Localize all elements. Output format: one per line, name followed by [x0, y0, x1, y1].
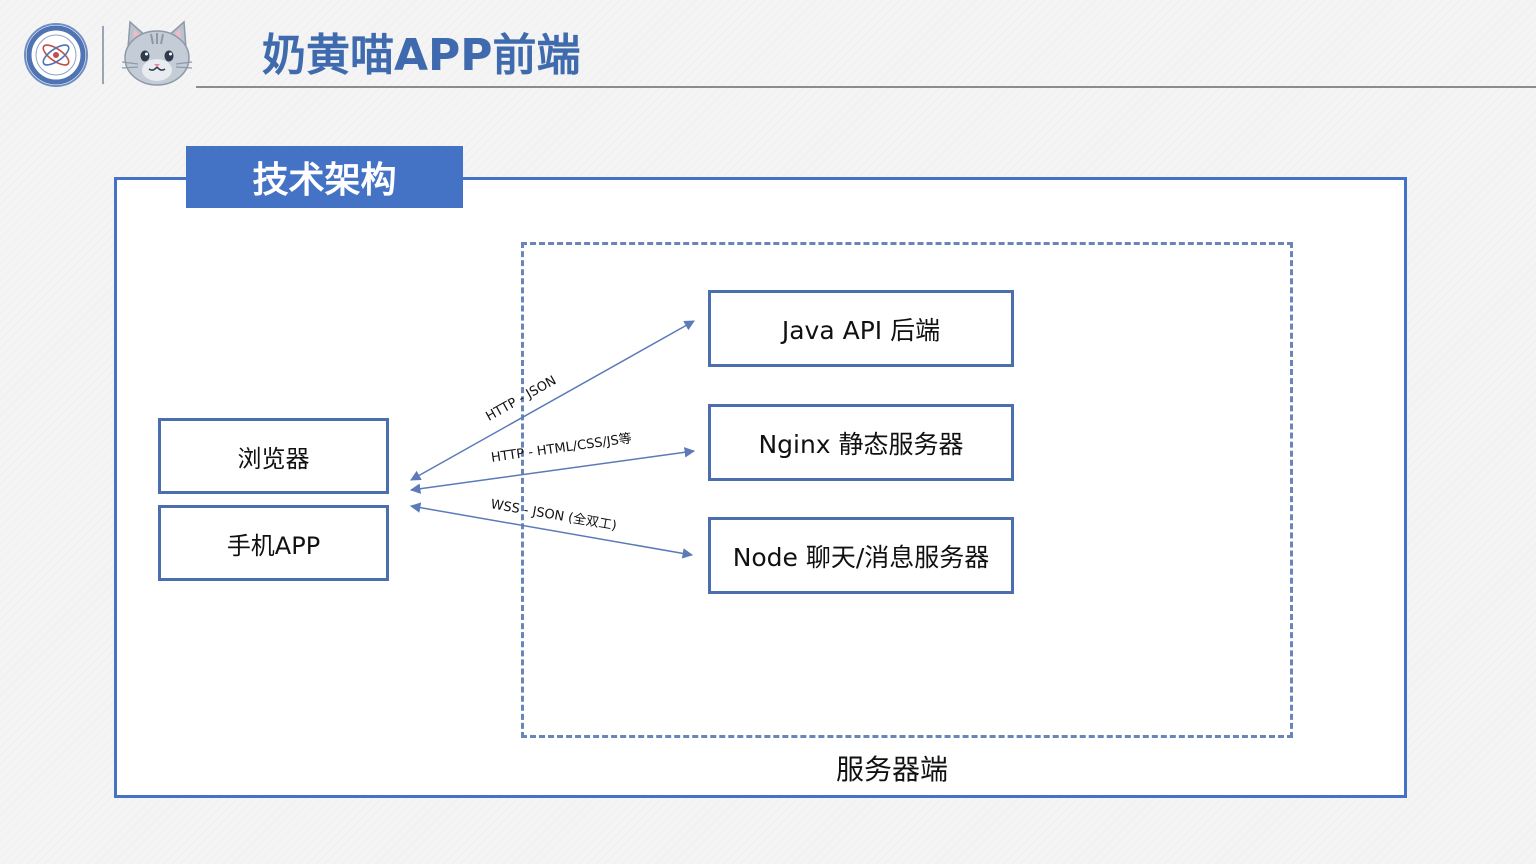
java-api-backend-node: Java API 后端 [708, 290, 1014, 367]
server-zone-label: 服务器端 [836, 753, 949, 786]
page-title: 奶黄喵APP前端 [262, 30, 581, 81]
header-divider [102, 26, 104, 84]
university-seal-icon [24, 23, 88, 87]
node-chat-server-node: Node 聊天/消息服务器 [708, 517, 1014, 594]
browser-node: 浏览器 [158, 418, 389, 494]
java-edge-label: HTTP - JSON [483, 373, 559, 424]
node-edge-label: WSS - JSON (全双工) [489, 496, 617, 534]
section-title: 技术架构 [186, 146, 463, 208]
nginx-connection-arrow [409, 447, 696, 494]
mobile-app-node: 手机APP [158, 505, 389, 581]
title-underline [196, 86, 1536, 88]
cat-face-icon [121, 20, 193, 86]
nginx-edge-label: HTTP - HTML/CSS/JS等 [490, 430, 633, 466]
nginx-static-server-node: Nginx 静态服务器 [708, 404, 1014, 481]
node-connection-arrow [409, 502, 694, 559]
